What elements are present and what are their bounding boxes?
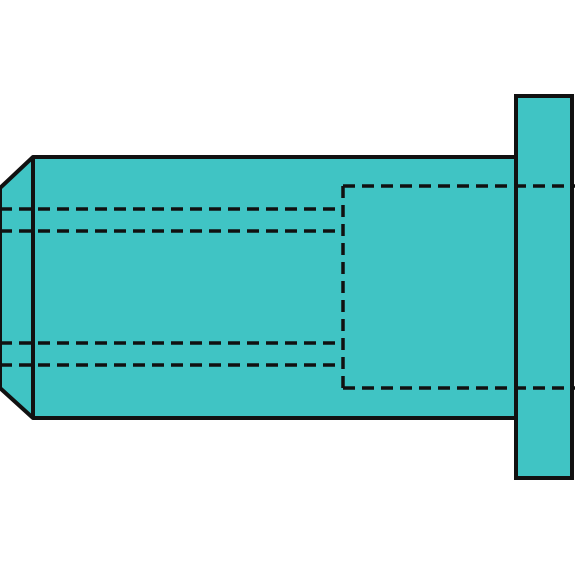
rivet-nut-flange (514, 94, 574, 480)
rivet-nut-body (0, 155, 518, 420)
